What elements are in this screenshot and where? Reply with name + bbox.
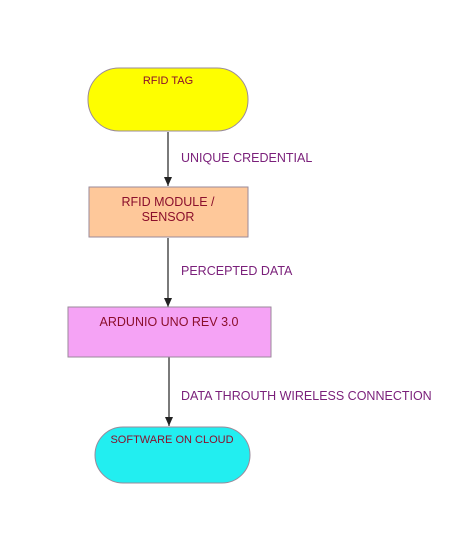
node-rfid-module: RFID MODULE / SENSOR — [88, 186, 249, 238]
edge-arduino-to-software: DATA THROUTH WIRELESS CONNECTION — [165, 357, 432, 426]
node-shape — [94, 426, 251, 484]
node-label-line-2: SENSOR — [142, 210, 195, 224]
node-shape — [88, 186, 249, 238]
node-label-line-1: RFID MODULE / — [121, 195, 215, 209]
node-rfid-tag: RFID TAG — [87, 67, 249, 132]
edge-label: UNIQUE CREDENTIAL — [181, 151, 312, 165]
node-software: SOFTWARE ON CLOUD — [94, 426, 251, 484]
edge-module-to-arduino: PERCEPTED DATA — [164, 238, 293, 307]
edge-tag-to-module: UNIQUE CREDENTIAL — [164, 132, 312, 186]
node-shape — [67, 306, 272, 358]
edge-label: DATA THROUTH WIRELESS CONNECTION — [181, 389, 432, 403]
node-arduino: ARDUNIO UNO REV 3.0 — [67, 306, 272, 358]
edge-label: PERCEPTED DATA — [181, 264, 293, 278]
node-shape — [87, 67, 249, 132]
node-label: RFID TAG — [143, 75, 193, 87]
node-label: SOFTWARE ON CLOUD — [110, 434, 233, 446]
node-label: ARDUNIO UNO REV 3.0 — [100, 315, 239, 329]
